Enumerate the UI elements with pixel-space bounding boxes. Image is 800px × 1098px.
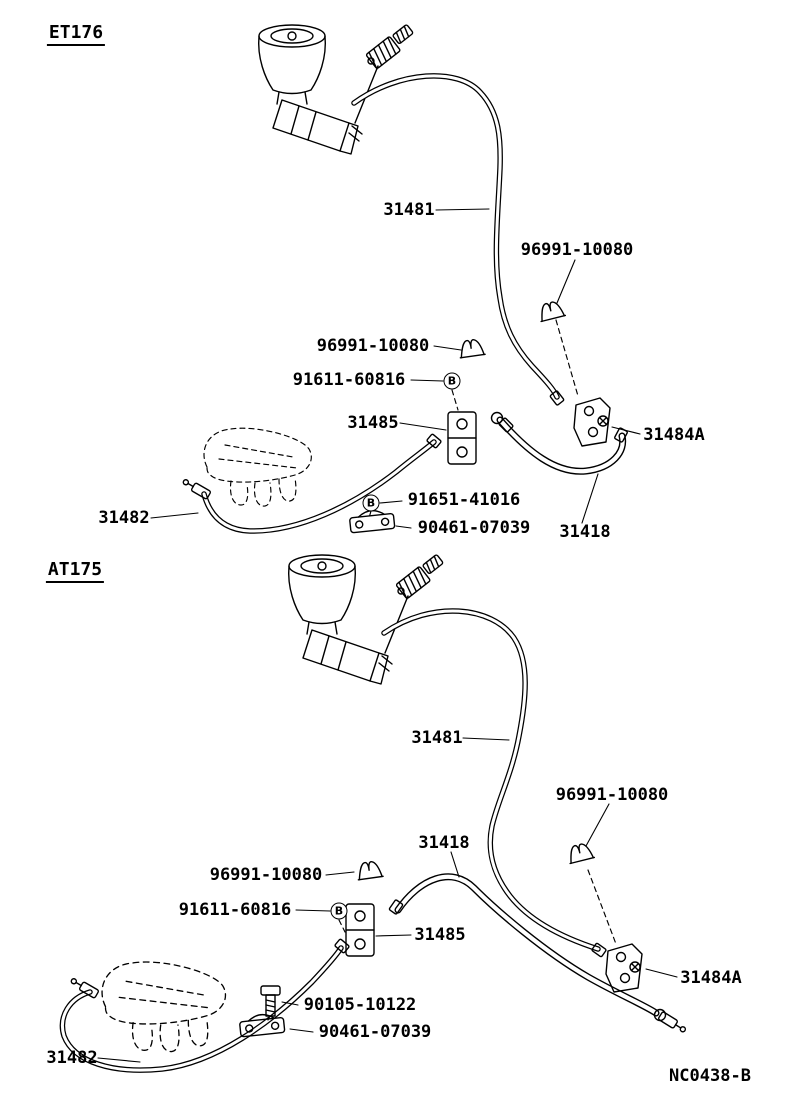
bolt-b-marker: B: [330, 902, 348, 920]
label-90461-07039-at175: 90461-07039: [318, 1022, 432, 1042]
flexible-hose-31418-et176: [490, 411, 629, 475]
label-31485-et176: 31485: [347, 413, 399, 433]
bolt-b-marker: B: [443, 372, 461, 390]
label-96991-10080-et176-lower: 96991-10080: [316, 336, 430, 356]
label-96991-10080-at175-left: 96991-10080: [209, 865, 323, 885]
label-31482-at175: 31482: [46, 1048, 98, 1068]
label-90105-10122-at175: 90105-10122: [303, 995, 417, 1015]
label-31484a-et176: 31484A: [643, 425, 705, 445]
clutch-tube-31482-et176: [201, 439, 437, 534]
leader-lines-et176: [150, 208, 641, 529]
label-31418-et176: 31418: [559, 522, 611, 542]
clutch-tube-31481-at175: [381, 608, 601, 952]
label-96991-10080-et176-upper: 96991-10080: [520, 240, 634, 260]
label-31481-et176: 31481: [383, 200, 435, 220]
label-31418-at175: 31418: [418, 833, 470, 853]
install-dashed-lines-at175: [267, 869, 617, 1021]
label-31482-et176: 31482: [98, 508, 150, 528]
label-91651-41016-et176: 91651-41016: [407, 490, 521, 510]
label-91611-60816-et176: 91611-60816: [292, 370, 406, 390]
label-90461-07039-et176: 90461-07039: [417, 518, 531, 538]
diagram-code: NC0438-B: [669, 1066, 751, 1086]
install-dashed-lines-et176: [368, 319, 579, 519]
flexible-hose-31418-at175: [388, 873, 689, 1036]
at175-assembly: [59, 553, 689, 1073]
label-31481-at175: 31481: [411, 728, 463, 748]
section-code-et176: ET176: [46, 22, 106, 46]
section-code-at175: AT175: [45, 559, 105, 583]
label-96991-10080-at175-right: 96991-10080: [555, 785, 669, 805]
et176-assembly: [150, 23, 641, 534]
clutch-tube-31481-et176: [351, 73, 560, 400]
label-31484a-at175: 31484A: [680, 968, 742, 988]
clutch-tube-31482-at175: [59, 945, 344, 1073]
bolt-b-marker: B: [362, 494, 380, 512]
leader-lines-at175: [97, 737, 678, 1063]
label-91611-60816-at175: 91611-60816: [178, 900, 292, 920]
label-31485-at175: 31485: [414, 925, 466, 945]
